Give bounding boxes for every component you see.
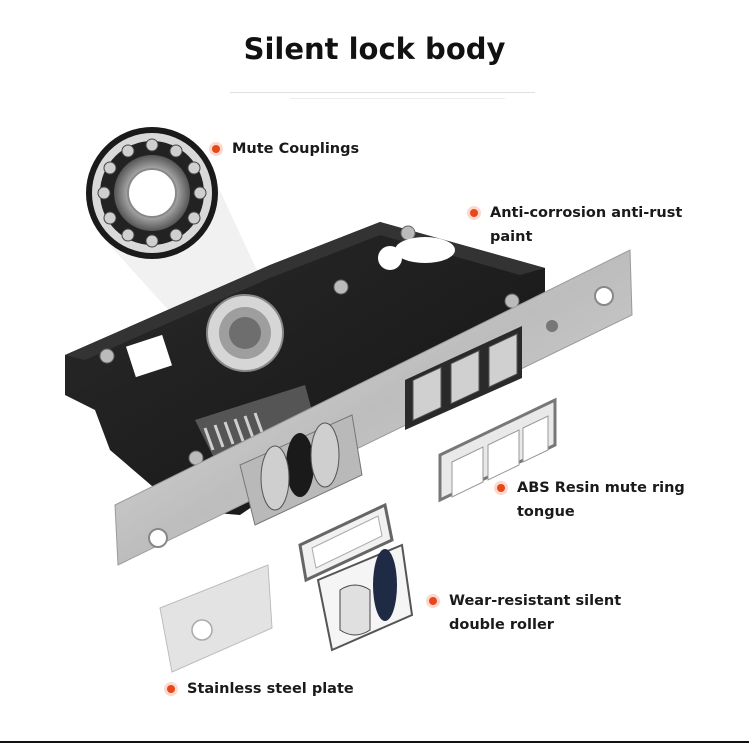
mute-ring-frame	[438, 397, 557, 503]
callout-mute-couplings: Mute Couplings	[212, 137, 359, 161]
steel-faceplate	[114, 249, 633, 566]
callout-label: Anti-corrosion anti-rust paint	[490, 205, 683, 245]
callout-stainless-plate: Stainless steel plate	[167, 677, 354, 701]
callout-label: Stainless steel plate	[187, 681, 354, 697]
callout-label: Mute Couplings	[232, 141, 360, 157]
steel-plate	[159, 564, 273, 673]
callout-wear-resistant: Wear-resistant silent double roller	[429, 589, 679, 637]
latch-ring-frame	[298, 502, 394, 583]
bullet-dot-icon	[470, 209, 478, 217]
callout-label: ABS Resin mute ring tongue	[517, 480, 685, 520]
callout-label: Wear-resistant silent double roller	[449, 593, 622, 633]
mortise-lock-body	[65, 222, 545, 515]
double-roller-latch	[316, 543, 414, 652]
bullet-dot-icon	[497, 484, 505, 492]
title-divider-secondary	[290, 98, 505, 99]
bullet-dot-icon	[167, 685, 175, 693]
bullet-dot-icon	[212, 145, 220, 153]
callout-anti-corrosion: Anti-corrosion anti-rust paint	[470, 201, 720, 249]
callout-abs-resin: ABS Resin mute ring tongue	[497, 476, 687, 524]
ball-bearing-icon	[86, 127, 218, 259]
page-title: Silent lock body	[243, 32, 506, 66]
title-divider	[230, 92, 535, 93]
bullet-dot-icon	[429, 597, 437, 605]
bottom-border	[0, 741, 749, 743]
